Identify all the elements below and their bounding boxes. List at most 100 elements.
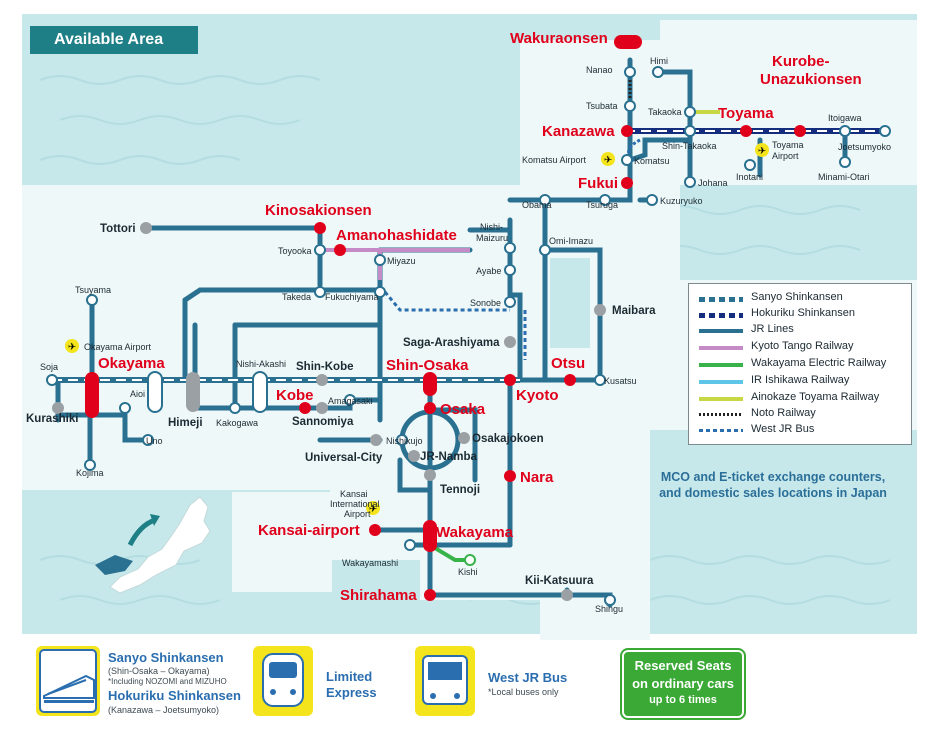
limited-express-label-1: Limited xyxy=(326,669,373,684)
bus-icon-card xyxy=(415,646,475,716)
svg-text:✈: ✈ xyxy=(604,155,612,166)
station-label-nara: Nara xyxy=(520,469,554,486)
svg-text:Airport: Airport xyxy=(344,509,371,519)
major-station-labels: Wakuraonsen Kurobe- Unazukionsen Toyama … xyxy=(98,30,862,604)
svg-text:Shin-Takaoka: Shin-Takaoka xyxy=(662,141,717,151)
station-label-kurashiki: Kurashiki xyxy=(26,413,78,425)
station-label-osaka: Osaka xyxy=(440,401,486,418)
svg-text:International: International xyxy=(330,499,380,509)
station-label-otsu: Otsu xyxy=(551,355,585,372)
svg-text:Kojima: Kojima xyxy=(76,468,104,478)
svg-text:Takeda: Takeda xyxy=(282,292,311,302)
limited-express-label-2: Express xyxy=(326,685,377,700)
sanyo-shinkansen-title: Sanyo Shinkansen xyxy=(108,650,224,665)
station-label-kanazawa: Kanazawa xyxy=(542,123,615,140)
station-label-jrnamba: JR-Namba xyxy=(420,451,477,463)
station-label-osakajokoen: Osakajokoen xyxy=(472,433,544,445)
svg-text:Wakayamashi: Wakayamashi xyxy=(342,558,398,568)
bold-station-labels: Tottori Maibara Saga-Arashiyama Shin-Kob… xyxy=(26,223,656,587)
svg-text:Komatsu: Komatsu xyxy=(634,156,670,166)
limited-express-icon-card xyxy=(253,646,313,716)
svg-text:Komatsu Airport: Komatsu Airport xyxy=(522,155,587,165)
svg-text:✈: ✈ xyxy=(758,146,766,157)
shinkansen-icon xyxy=(39,649,97,713)
svg-text:Toyooka: Toyooka xyxy=(278,246,312,256)
station-label-kurobe2: Unazukionsen xyxy=(760,71,862,88)
svg-text:Soja: Soja xyxy=(40,362,58,372)
svg-text:Joetsumyoko: Joetsumyoko xyxy=(838,142,891,152)
svg-text:Tsubata: Tsubata xyxy=(586,101,618,111)
station-label-tennoji: Tennoji xyxy=(440,484,480,496)
svg-text:Kansai: Kansai xyxy=(340,489,368,499)
japan-inset xyxy=(95,496,211,594)
station-label-shinkobe: Shin-Kobe xyxy=(296,361,354,373)
station-label-maibara: Maibara xyxy=(612,305,656,317)
svg-text:Fukuchiyama: Fukuchiyama xyxy=(325,292,379,302)
svg-text:Inotani: Inotani xyxy=(736,172,763,182)
svg-text:Nishi-Akashi: Nishi-Akashi xyxy=(236,359,286,369)
bus-icon xyxy=(422,655,468,705)
station-label-wakayama: Wakayama xyxy=(436,524,514,541)
svg-text:Shingu: Shingu xyxy=(595,604,623,614)
svg-text:Okayama Airport: Okayama Airport xyxy=(84,342,152,352)
west-jr-bus-sonobe xyxy=(383,291,510,312)
svg-text:Minami-Otari: Minami-Otari xyxy=(818,172,870,182)
station-markers xyxy=(46,35,891,606)
station-label-wakuraonsen: Wakuraonsen xyxy=(510,30,608,47)
hokuriku-shinkansen-range: (Kanazawa – Joetsumyoko) xyxy=(108,705,220,715)
station-label-shinosaka: Shin-Osaka xyxy=(386,357,469,374)
svg-text:Johana: Johana xyxy=(698,178,728,188)
svg-text:Amagasaki: Amagasaki xyxy=(328,396,373,406)
svg-text:Miyazu: Miyazu xyxy=(387,256,416,266)
svg-text:✈: ✈ xyxy=(68,342,76,353)
station-label-kurobe: Kurobe- xyxy=(772,53,830,70)
svg-text:Himi: Himi xyxy=(650,56,668,66)
map-legend: Sanyo Shinkansen Hokuriku Shinkansen JR … xyxy=(688,283,912,445)
station-label-kyoto: Kyoto xyxy=(516,387,559,404)
land-area xyxy=(22,20,917,640)
svg-text:Kusatsu: Kusatsu xyxy=(604,376,637,386)
airport-icon-kansai: ✈ xyxy=(366,501,380,515)
station-label-kansai: Kansai-airport xyxy=(258,522,360,539)
bus-note: *Local buses only xyxy=(488,687,559,697)
svg-text:Maizuru: Maizuru xyxy=(476,233,508,243)
sanyo-shinkansen-note: *Including NOZOMI and MIZUHO xyxy=(108,677,227,686)
airport-icon-komatsu: ✈ xyxy=(601,152,615,166)
station-label-kobe: Kobe xyxy=(276,387,314,404)
station-label-sannomiya: Sannomiya xyxy=(292,416,354,428)
svg-text:✈: ✈ xyxy=(369,504,377,515)
svg-text:Obama: Obama xyxy=(522,200,552,210)
svg-text:Sonobe: Sonobe xyxy=(470,298,501,308)
svg-text:Tsuruga: Tsuruga xyxy=(586,200,618,210)
svg-text:Kakogawa: Kakogawa xyxy=(216,418,258,428)
mco-note: MCO and E-ticket exchange counters, and … xyxy=(659,470,887,500)
station-label-toyama: Toyama xyxy=(718,105,774,122)
station-label-kinosaki: Kinosakionsen xyxy=(265,202,372,219)
svg-text:Kishi: Kishi xyxy=(458,567,478,577)
svg-text:Toyama: Toyama xyxy=(772,140,804,150)
svg-text:Airport: Airport xyxy=(772,151,799,161)
svg-text:Takaoka: Takaoka xyxy=(648,107,682,117)
station-label-universal: Universal-City xyxy=(305,452,383,464)
page-title: Available Area xyxy=(30,26,198,54)
minor-station-labels: Nanao Himi Tsubata Takaoka Itoigawa Shin… xyxy=(40,56,891,614)
svg-text:Uno: Uno xyxy=(146,436,163,446)
svg-text:Nishikujo: Nishikujo xyxy=(386,436,423,446)
station-label-saga: Saga-Arashiyama xyxy=(403,337,500,349)
svg-text:Kuzuryuko: Kuzuryuko xyxy=(660,196,703,206)
svg-text:Tsuyama: Tsuyama xyxy=(75,285,111,295)
station-label-kiikatsuura: Kii-Katsuura xyxy=(525,575,594,587)
airport-icon-toyama: ✈ xyxy=(755,143,769,157)
hokuriku-shinkansen-title: Hokuriku Shinkansen xyxy=(108,688,241,703)
svg-text:Omi-Imazu: Omi-Imazu xyxy=(549,236,593,246)
station-label-shirahama: Shirahama xyxy=(340,587,417,604)
shinkansen-icon-card xyxy=(36,646,100,716)
station-label-himeji: Himeji xyxy=(168,417,203,429)
svg-text:Aioi: Aioi xyxy=(130,389,145,399)
limited-express-icon xyxy=(262,653,304,707)
svg-text:Itoigawa: Itoigawa xyxy=(828,113,862,123)
reserved-seats-badge: Reserved Seats on ordinary cars up to 6 … xyxy=(622,650,744,718)
station-label-fukui: Fukui xyxy=(578,175,618,192)
bus-title: West JR Bus xyxy=(488,670,568,685)
airport-icon-okayama: ✈ xyxy=(65,339,79,353)
